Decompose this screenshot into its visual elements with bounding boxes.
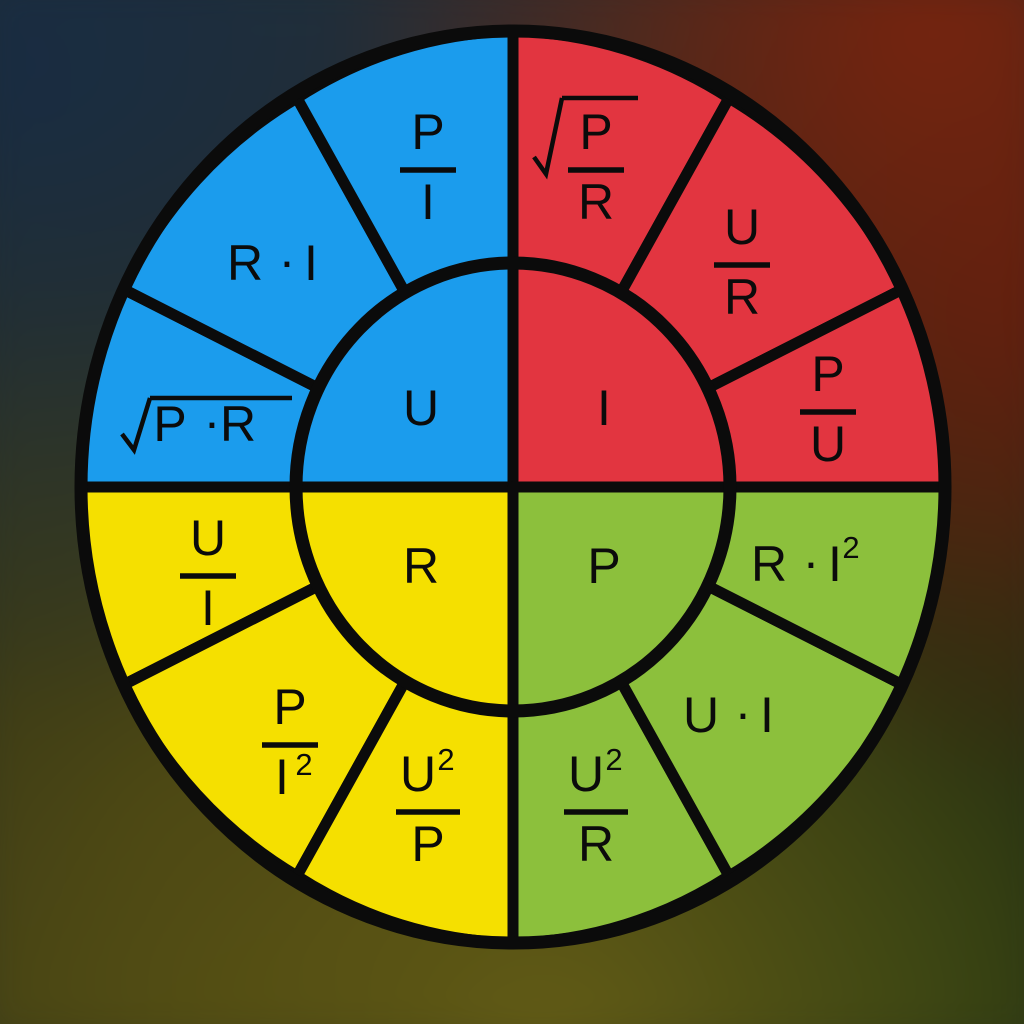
svg-text:·: · — [204, 394, 221, 450]
label-u-sqrt-pr: P · R — [120, 394, 292, 455]
svg-text:I: I — [201, 580, 215, 636]
label-i-u-over-r: U R — [714, 199, 770, 325]
label-p-r-times-i2: R · I 2 — [751, 530, 860, 592]
svg-text:U: U — [724, 199, 760, 255]
label-p-u-times-i: U · I — [683, 685, 774, 743]
svg-text:·: · — [279, 233, 296, 289]
svg-text:P: P — [411, 104, 444, 160]
svg-text:I: I — [275, 749, 289, 805]
svg-text:2: 2 — [842, 530, 859, 565]
label-u-r-times-i: R · I — [227, 233, 318, 291]
svg-text:2: 2 — [295, 747, 312, 782]
svg-text:I: I — [304, 235, 318, 291]
svg-text:U: U — [568, 746, 604, 802]
svg-text:I: I — [828, 536, 842, 592]
outer-circle-outline — [74, 24, 952, 950]
svg-text:R: R — [227, 235, 263, 291]
inner-label-current: I — [597, 380, 611, 436]
label-p-u2-over-r: U 2 R — [564, 742, 628, 872]
inner-label-resistance: R — [403, 538, 439, 594]
svg-text:·: · — [803, 534, 820, 590]
label-i-p-over-u: P U — [800, 346, 856, 472]
svg-text:I: I — [760, 687, 774, 743]
svg-text:R: R — [724, 269, 760, 325]
inner-labels: U I R P — [403, 380, 621, 594]
label-r-u-over-i: U I — [180, 510, 236, 636]
svg-text:P: P — [411, 816, 444, 872]
inner-circle-outline — [289, 256, 737, 718]
svg-text:R: R — [578, 816, 614, 872]
svg-text:2: 2 — [437, 742, 454, 777]
svg-text:U: U — [810, 416, 846, 472]
svg-text:R: R — [578, 174, 614, 230]
label-i-sqrt-p-over-r: P R — [532, 95, 638, 230]
svg-text:U: U — [190, 510, 226, 566]
svg-text:P: P — [153, 396, 186, 452]
svg-text:R: R — [751, 536, 787, 592]
inner-label-power: P — [587, 538, 620, 594]
svg-text:·: · — [735, 685, 752, 741]
svg-text:U: U — [400, 746, 436, 802]
label-u-p-over-i: P I — [400, 104, 456, 230]
label-r-u2-over-p: U 2 P — [396, 742, 460, 872]
svg-text:P: P — [273, 679, 306, 735]
svg-text:R: R — [220, 396, 256, 452]
svg-text:P: P — [811, 346, 844, 402]
label-r-p-over-i2: P I 2 — [262, 679, 318, 805]
svg-text:2: 2 — [605, 742, 622, 777]
inner-label-voltage: U — [403, 380, 439, 436]
svg-text:I: I — [421, 174, 435, 230]
svg-text:P: P — [579, 104, 612, 160]
svg-text:U: U — [683, 687, 719, 743]
